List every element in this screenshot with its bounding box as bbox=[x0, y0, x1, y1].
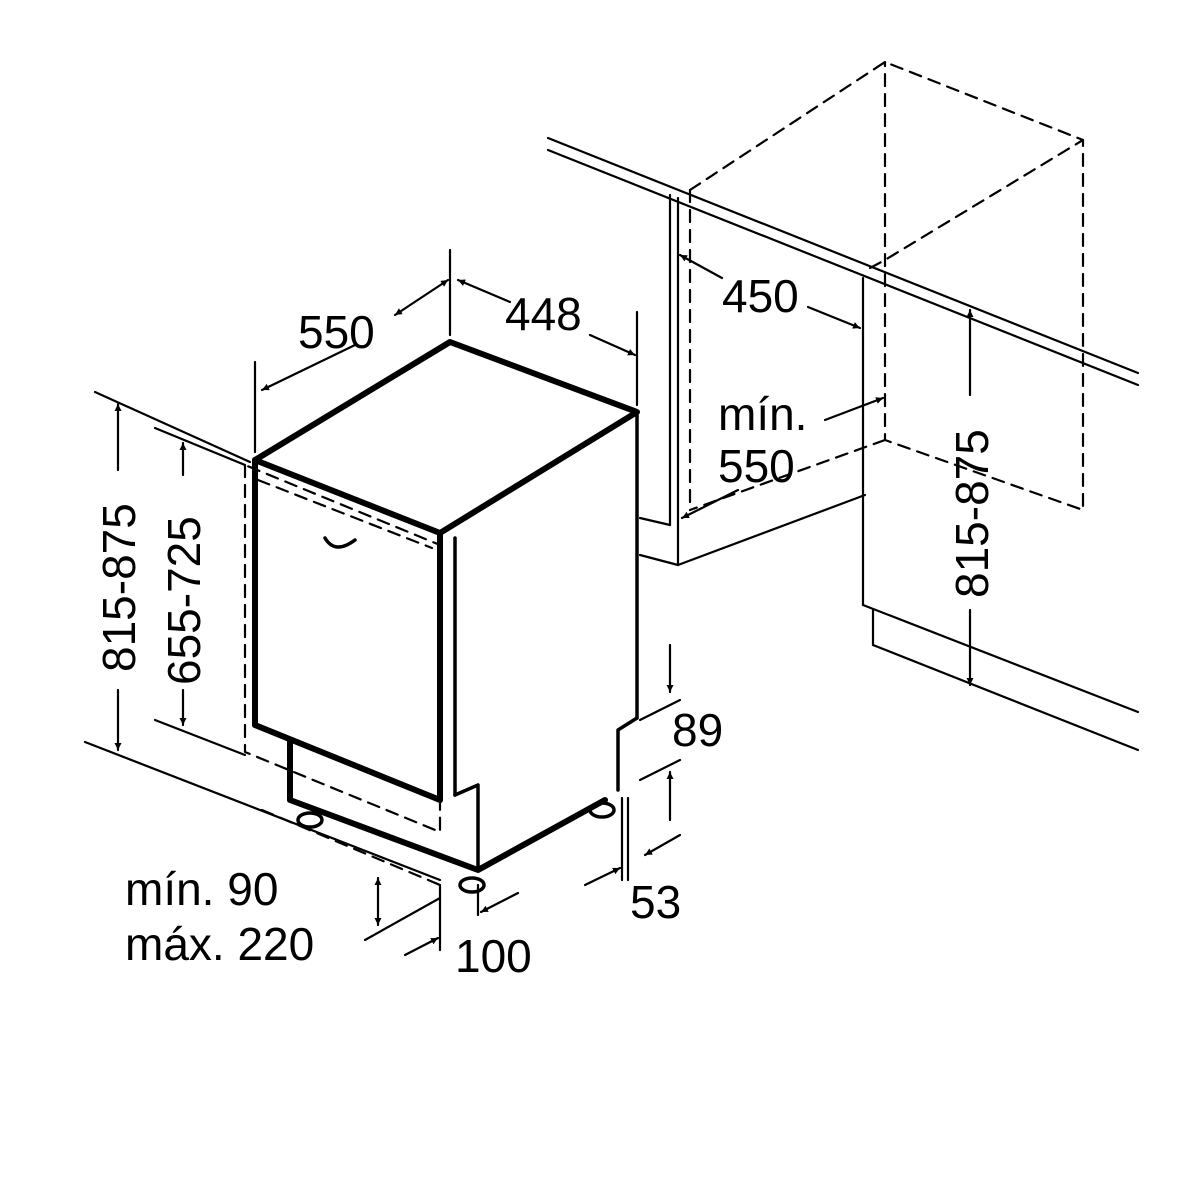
niche-walls bbox=[638, 193, 1140, 752]
worktop bbox=[93, 136, 1140, 464]
dim-53-label: 53 bbox=[630, 876, 681, 928]
dim-89-label: 89 bbox=[672, 704, 723, 756]
width-label: 448 bbox=[505, 288, 582, 340]
door-panel-outline bbox=[243, 463, 442, 887]
plinth-max-label: máx. 220 bbox=[125, 918, 314, 970]
plinth-min-label: mín. 90 bbox=[125, 863, 278, 915]
dimension-arrows bbox=[114, 253, 974, 957]
right-height-label: 815-875 bbox=[946, 429, 998, 598]
min-depth-label: 550 bbox=[718, 440, 795, 492]
niche-width-label: 450 bbox=[722, 270, 799, 322]
left-height-label: 815-875 bbox=[93, 503, 145, 672]
depth-label: 550 bbox=[298, 306, 375, 358]
min-label: mín. bbox=[718, 388, 807, 440]
dim-100-label: 100 bbox=[455, 930, 532, 982]
extension-lines bbox=[253, 248, 682, 952]
door-height-label: 655-725 bbox=[158, 516, 210, 685]
dishwasher-body bbox=[252, 339, 640, 894]
